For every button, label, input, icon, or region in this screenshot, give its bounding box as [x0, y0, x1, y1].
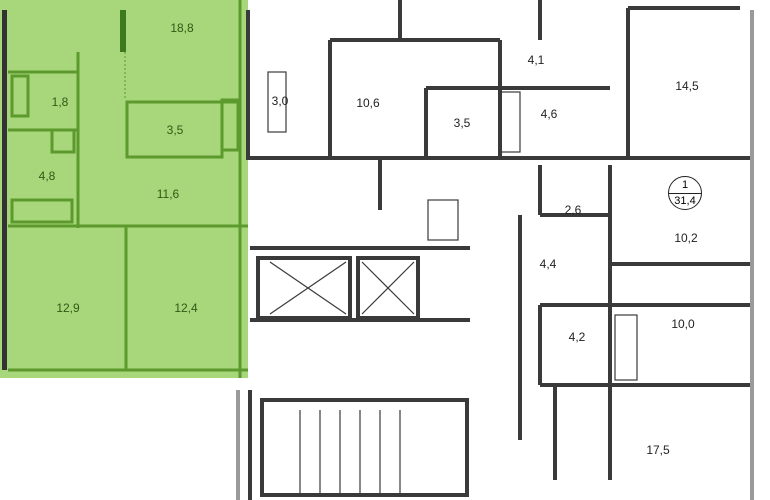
- room-area-label: 3,0: [271, 94, 289, 108]
- room-area-label: 11,6: [156, 187, 180, 201]
- room-area-label: 10,0: [671, 317, 695, 331]
- selected-apartment[interactable]: [0, 0, 248, 378]
- badge-divider: [669, 193, 701, 194]
- apartment-total-area: 31,4: [674, 195, 696, 207]
- room-area-label: 10,6: [356, 96, 380, 110]
- room-area-label: 3,5: [166, 123, 184, 137]
- room-area-label: 17,5: [646, 443, 670, 457]
- room-area-label: 4,4: [539, 257, 557, 271]
- apartment-number: 1: [681, 179, 689, 191]
- room-area-label: 4,2: [568, 330, 586, 344]
- room-area-label: 4,1: [527, 53, 545, 67]
- room-area-label: 4,8: [38, 169, 56, 183]
- room-area-label: 1,8: [51, 95, 69, 109]
- apartment-badge[interactable]: 1 31,4: [668, 176, 702, 210]
- room-area-label: 12,4: [174, 301, 198, 315]
- room-area-label: 4,6: [540, 107, 558, 121]
- room-area-label: 10,2: [674, 231, 698, 245]
- room-area-label: 12,9: [56, 301, 80, 315]
- room-area-label: 18,8: [170, 21, 194, 35]
- room-area-label: 3,5: [453, 116, 471, 130]
- room-area-label: 2,6: [564, 203, 582, 217]
- room-area-label: 14,5: [675, 79, 699, 93]
